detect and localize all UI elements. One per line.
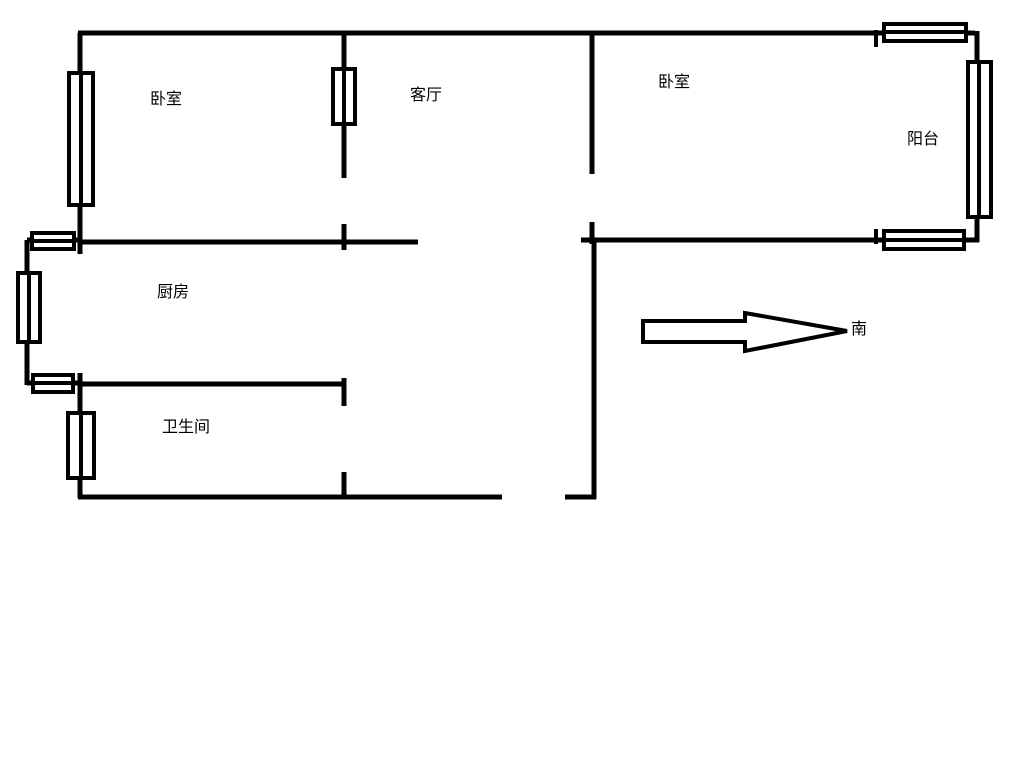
label-bedroom-west: 卧室 bbox=[150, 89, 182, 108]
window-bedroom-west bbox=[67, 71, 95, 207]
compass-label: 南 bbox=[851, 319, 867, 338]
window-balcony-top bbox=[882, 22, 968, 43]
window-balcony-east bbox=[966, 60, 993, 219]
window-kitchen-lower bbox=[31, 373, 75, 394]
arrow-right-icon bbox=[641, 310, 848, 354]
label-balcony: 阳台 bbox=[907, 129, 939, 148]
window-kitchen-west bbox=[16, 271, 42, 344]
label-bedroom-east: 卧室 bbox=[658, 72, 690, 91]
window-living-divider bbox=[331, 67, 357, 126]
label-kitchen: 厨房 bbox=[157, 282, 189, 301]
windows bbox=[16, 22, 993, 480]
label-living-room: 客厅 bbox=[410, 85, 442, 104]
window-balcony-bottom bbox=[882, 229, 966, 251]
label-bathroom: 卫生间 bbox=[162, 417, 210, 436]
window-kitchen-upper bbox=[30, 231, 76, 251]
window-bathroom-west bbox=[66, 411, 96, 480]
interior-walls bbox=[80, 33, 596, 497]
compass: 南 bbox=[641, 310, 867, 354]
